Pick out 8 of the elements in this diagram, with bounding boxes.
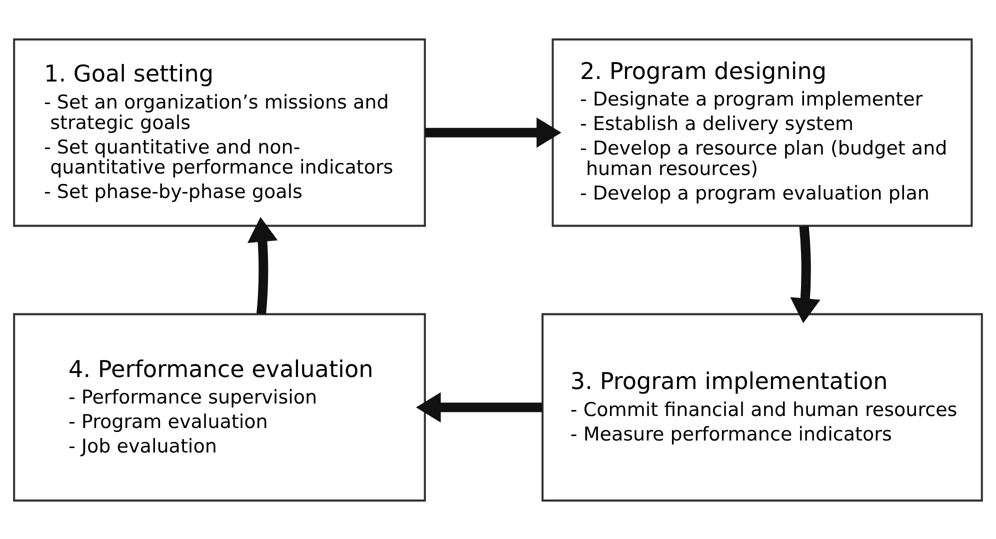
node-box: 4. Performance evaluation - Performance supervision - Program evaluation - Job evaluation <box>13 312 426 502</box>
node-box: 1. Goal setting - Set an organization’s missions and strategic goals - Set quantitative and non-quantitative performance indicators - Set phase-by-phase goals <box>13 38 426 226</box>
node-box: 2. Program designing - Designate a program implementer - Establish a delivery system - Develop a resource plan (budget and human resources) - Develop a program evaluation plan <box>552 38 973 226</box>
node-box: 3. Program implementation - Commit financial and human resources - Measure performance indicators <box>542 312 983 502</box>
arrow <box>247 216 278 314</box>
arrow <box>425 116 562 148</box>
arrow <box>790 225 820 323</box>
arrow <box>416 392 542 422</box>
